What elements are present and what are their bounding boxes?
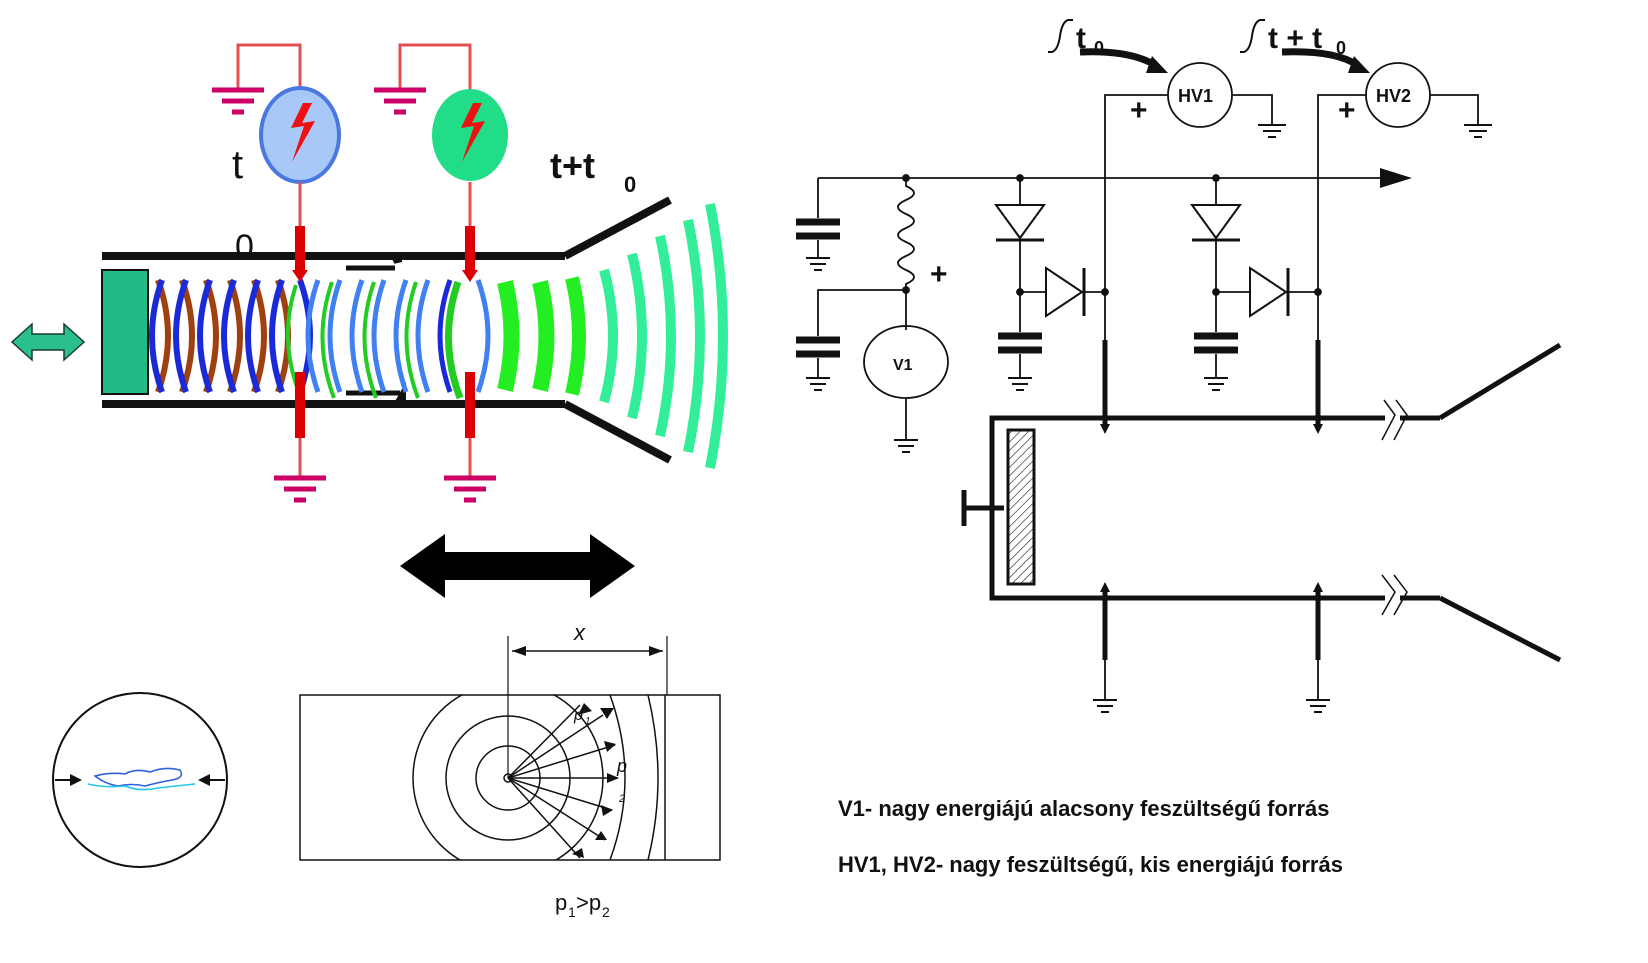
left-shock-tube-diagram: t 0 t+t 0 — [10, 43, 728, 598]
electrode-1 — [292, 226, 308, 476]
label-p1-sub: 1 — [585, 716, 591, 727]
trigger-t0 — [1048, 19, 1168, 73]
ground-bottom-1 — [274, 475, 326, 503]
piston — [101, 269, 149, 395]
caption-p1: p — [555, 890, 567, 915]
label-t-plus-t0-right-sub: 0 — [1336, 38, 1346, 58]
label-t-plus-t0-sub: 0 — [624, 172, 636, 197]
label-t-plus-t0-right: t + t — [1268, 22, 1322, 55]
discharge-chamber — [961, 342, 1562, 663]
double-arrow-left — [10, 322, 86, 362]
caption-sub2: 2 — [602, 904, 610, 920]
plus-hv1: + — [1130, 94, 1148, 127]
lightning-icon — [291, 103, 315, 162]
label-t0-sub: 0 — [1094, 38, 1104, 58]
plus-inductor: + — [930, 258, 948, 291]
ground-bottom-2 — [444, 475, 496, 503]
legend-line-1: V1- nagy energiájú alacsony feszültségű … — [838, 796, 1330, 821]
label-hv2: HV2 — [1376, 86, 1411, 106]
double-arrow-black — [400, 534, 635, 598]
pressure-wave-figure: x p 1 p 2 p 1 >p 2 — [299, 620, 721, 920]
label-p2: p — [616, 756, 627, 776]
label-t: t — [232, 143, 243, 187]
label-hv1: HV1 — [1178, 86, 1213, 106]
wavefronts — [149, 203, 728, 469]
label-t-plus-t0: t+t — [550, 145, 595, 186]
label-x: x — [573, 620, 586, 645]
bubble-circle — [52, 692, 228, 868]
trigger-t-plus-t0 — [1240, 19, 1370, 73]
lightning-icon — [461, 103, 485, 162]
electrode-2 — [462, 226, 478, 476]
label-p2-sub: 2 — [618, 793, 625, 805]
label-p1: p — [573, 707, 583, 724]
plus-hv2: + — [1338, 94, 1356, 127]
ground-top-2 — [374, 43, 472, 115]
ground-top-1 — [212, 43, 302, 115]
circuit-labels: t 0 t + t 0 HV1 HV2 V1 + + + — [893, 22, 1411, 374]
caption-sub1: 1 — [568, 904, 576, 920]
legend-line-2: HV1, HV2- nagy feszültségű, kis energiáj… — [838, 852, 1343, 877]
label-v1: V1 — [893, 357, 913, 374]
label-t0: t — [1076, 22, 1086, 55]
spark-source-1 — [259, 86, 341, 184]
circuit-diagram — [796, 19, 1562, 713]
label-zero: 0 — [235, 228, 254, 266]
caption-gt-p: >p — [576, 890, 601, 915]
spark-source-2 — [432, 89, 508, 181]
